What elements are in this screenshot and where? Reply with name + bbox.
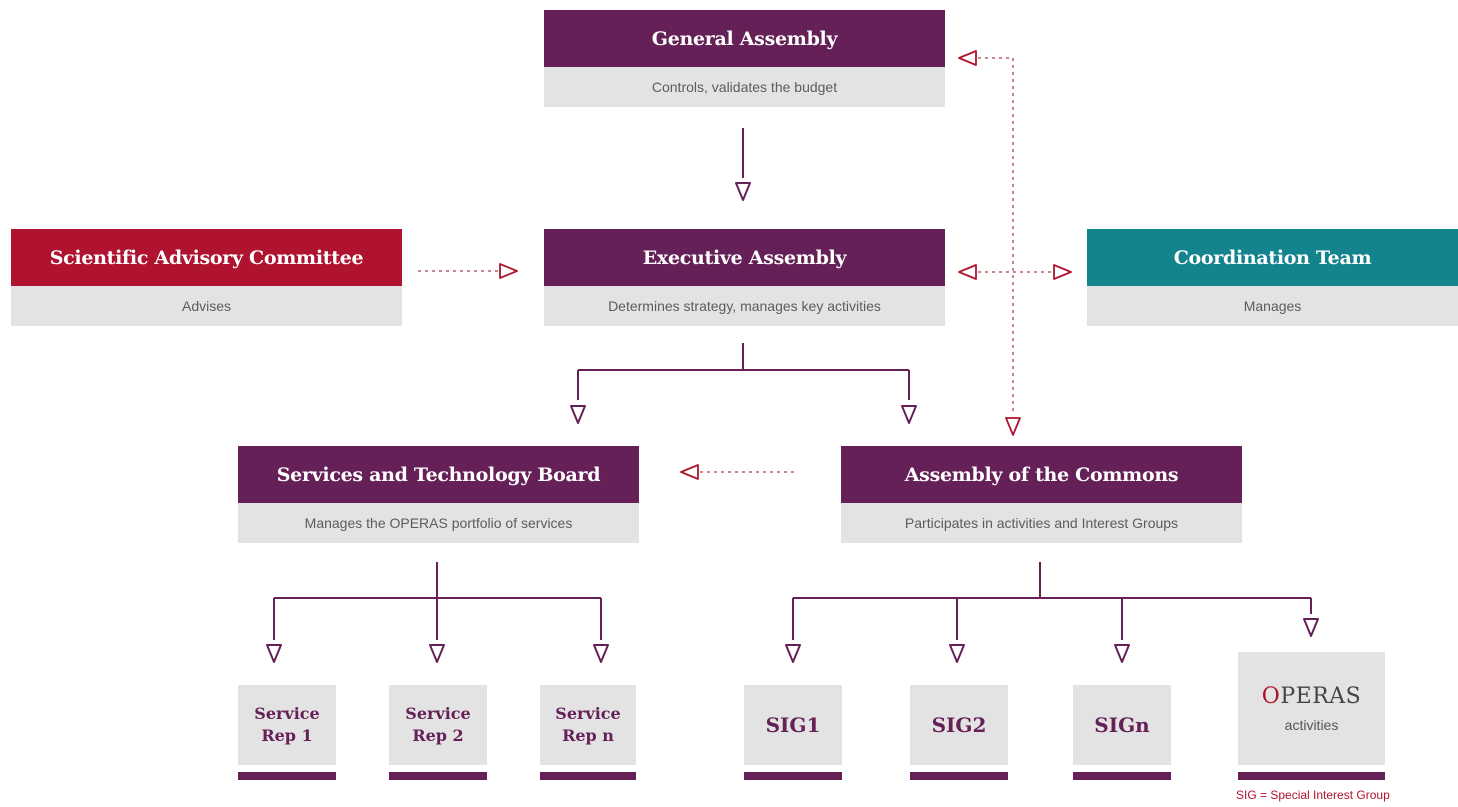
arrow-to-sig2 — [949, 644, 965, 663]
service-rep-2-line1: Service — [405, 704, 471, 723]
commons-title: Assembly of the Commons — [841, 446, 1242, 503]
node-executive-assembly: Executive Assembly Determines strategy, … — [544, 229, 945, 326]
stb-description: Manages the OPERAS portfolio of services — [238, 503, 639, 543]
service-rep-1-line2: Rep 1 — [261, 726, 313, 745]
service-rep-1-bar — [238, 772, 336, 780]
node-assembly-of-commons: Assembly of the Commons Participates in … — [841, 446, 1242, 543]
node-general-assembly: General Assembly Controls, validates the… — [544, 10, 945, 107]
arrow-to-operas — [1303, 618, 1319, 637]
coordination-team-title: Coordination Team — [1087, 229, 1458, 286]
sig1-label: SIG1 — [765, 713, 821, 737]
footnote-sig-definition: SIG = Special Interest Group — [1236, 788, 1390, 802]
executive-assembly-description: Determines strategy, manages key activit… — [544, 286, 945, 326]
operas-logo: OPERAS — [1261, 684, 1362, 709]
leaf-sign: SIGn — [1073, 685, 1171, 780]
sac-description: Advises — [11, 286, 402, 326]
general-assembly-description: Controls, validates the budget — [544, 67, 945, 107]
service-rep-2-bar — [389, 772, 487, 780]
stb-title: Services and Technology Board — [238, 446, 639, 503]
coordination-team-description: Manages — [1087, 286, 1458, 326]
sign-label: SIGn — [1094, 713, 1150, 737]
service-rep-2-line2: Rep 2 — [412, 726, 464, 745]
service-rep-n-line2: Rep n — [562, 726, 614, 745]
arrow-to-rep-1 — [266, 644, 282, 663]
node-scientific-advisory-committee: Scientific Advisory Committee Advises — [11, 229, 402, 326]
sign-bar — [1073, 772, 1171, 780]
arrow-to-general-left — [958, 50, 977, 66]
leaf-service-rep-2: Service Rep 2 — [389, 685, 487, 780]
sig2-label: SIG2 — [931, 713, 987, 737]
service-rep-1-line1: Service — [254, 704, 320, 723]
arrow-to-coordination — [1053, 264, 1072, 280]
arrow-to-sign — [1114, 644, 1130, 663]
arrow-to-sig1 — [785, 644, 801, 663]
leaf-service-rep-1: Service Rep 1 — [238, 685, 336, 780]
arrow-to-stb-left — [680, 464, 699, 480]
arrow-to-executive — [735, 182, 751, 201]
sig1-bar — [744, 772, 842, 780]
commons-description: Participates in activities and Interest … — [841, 503, 1242, 543]
operas-activities-label: activities — [1284, 717, 1339, 733]
leaf-sig2: SIG2 — [910, 685, 1008, 780]
arrow-to-executive-left — [958, 264, 977, 280]
general-assembly-title: General Assembly — [544, 10, 945, 67]
arrow-to-rep-n — [593, 644, 609, 663]
service-rep-n-line1: Service — [555, 704, 621, 723]
leaf-operas-activities: OPERAS activities — [1238, 652, 1385, 780]
arrow-to-commons — [901, 405, 917, 424]
sac-title: Scientific Advisory Committee — [11, 229, 402, 286]
arrow-sac-to-executive — [499, 263, 518, 279]
operas-bar — [1238, 772, 1385, 780]
sig2-bar — [910, 772, 1008, 780]
node-services-technology-board: Services and Technology Board Manages th… — [238, 446, 639, 543]
executive-assembly-title: Executive Assembly — [544, 229, 945, 286]
arrow-to-rep-2 — [429, 644, 445, 663]
node-coordination-team: Coordination Team Manages — [1087, 229, 1458, 326]
leaf-sig1: SIG1 — [744, 685, 842, 780]
arrow-to-stb — [570, 405, 586, 424]
service-rep-n-bar — [540, 772, 636, 780]
leaf-service-rep-n: Service Rep n — [540, 685, 636, 780]
arrow-to-commons-down — [1005, 417, 1021, 436]
